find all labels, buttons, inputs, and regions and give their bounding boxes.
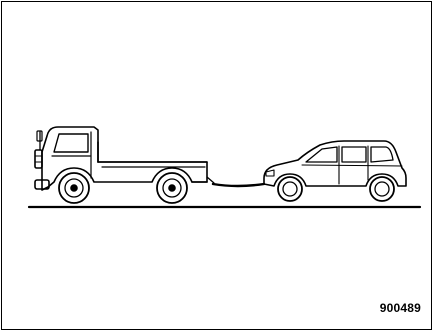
figure-frame: 900489 [1,1,432,330]
car-middle-window [342,147,366,162]
truck-window [54,134,88,152]
car-front-wheel [278,177,302,201]
truck-grille [35,150,42,168]
truck-cab-outline [42,127,207,190]
car-front-window [306,147,337,162]
car-rear-window [371,147,393,162]
figure-canvas: 900489 [2,2,431,329]
figure-code: 900489 [380,301,421,315]
car-rear-wheel [370,177,394,201]
station-wagon-car [264,141,406,201]
flatbed-truck [35,127,214,203]
tow-rope [213,184,264,186]
towing-illustration [2,2,433,331]
